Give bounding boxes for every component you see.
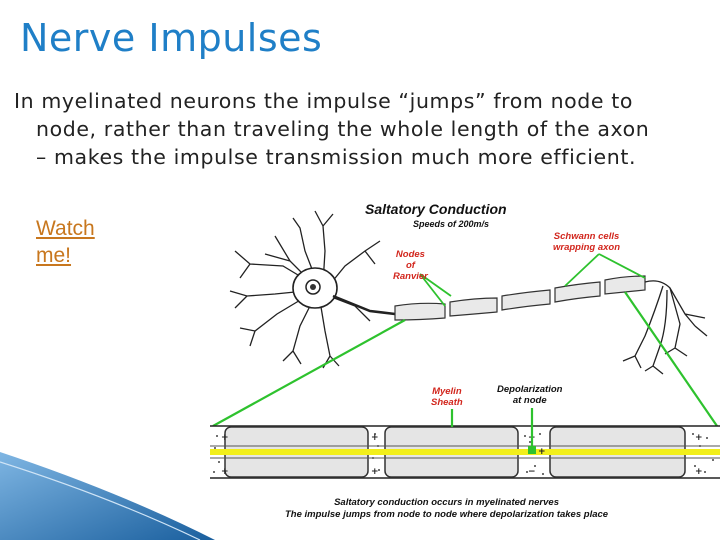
saltatory-conduction-figure: ++ ++ −− + ++ Saltatory Conduction Speed… [205, 196, 720, 536]
nodes-of-ranvier-label: Nodes of Ranvier [393, 249, 428, 282]
figure-speed: Speeds of 200m/s [413, 219, 490, 229]
schwann-cells-label: Schwann cells wrapping axon [553, 231, 621, 253]
depolarization-label: Depolarization at node [497, 384, 563, 406]
link-line[interactable]: Watch [36, 217, 95, 240]
watch-me-link[interactable]: Watch me! [36, 215, 95, 269]
figure-caption: Saltatory conduction occurs in myelinate… [285, 497, 609, 520]
svg-text:+: + [371, 467, 379, 477]
magnified-axon: ++ ++ −− + ++ [210, 408, 720, 479]
axon-terminals [622, 280, 708, 375]
myelin-sheath-label: Myelin Sheath [431, 386, 463, 408]
svg-text:−: − [528, 467, 536, 477]
figure-heading: Saltatory Conduction [365, 201, 507, 217]
neuron-diagram: ++ ++ −− + ++ [210, 210, 720, 479]
slide-title: Nerve Impulses [20, 16, 323, 60]
svg-text:+: + [221, 467, 229, 477]
svg-text:+: + [695, 433, 703, 443]
label-pointers [419, 253, 646, 307]
body-line: – makes the impulse transmission much mo… [36, 145, 637, 169]
body-paragraph: In myelinated neurons the impulse “jumps… [14, 87, 704, 171]
zoom-lines [212, 291, 718, 427]
svg-text:+: + [538, 447, 546, 457]
svg-text:+: + [695, 467, 703, 477]
svg-text:+: + [371, 433, 379, 443]
corner-swoosh-decoration [0, 452, 215, 540]
svg-text:+: + [221, 433, 229, 443]
myelin-segments [394, 275, 646, 321]
link-line[interactable]: me! [36, 244, 72, 267]
body-line: In myelinated neurons the impulse “jumps… [14, 89, 634, 113]
body-line: node, rather than traveling the whole le… [36, 117, 650, 141]
